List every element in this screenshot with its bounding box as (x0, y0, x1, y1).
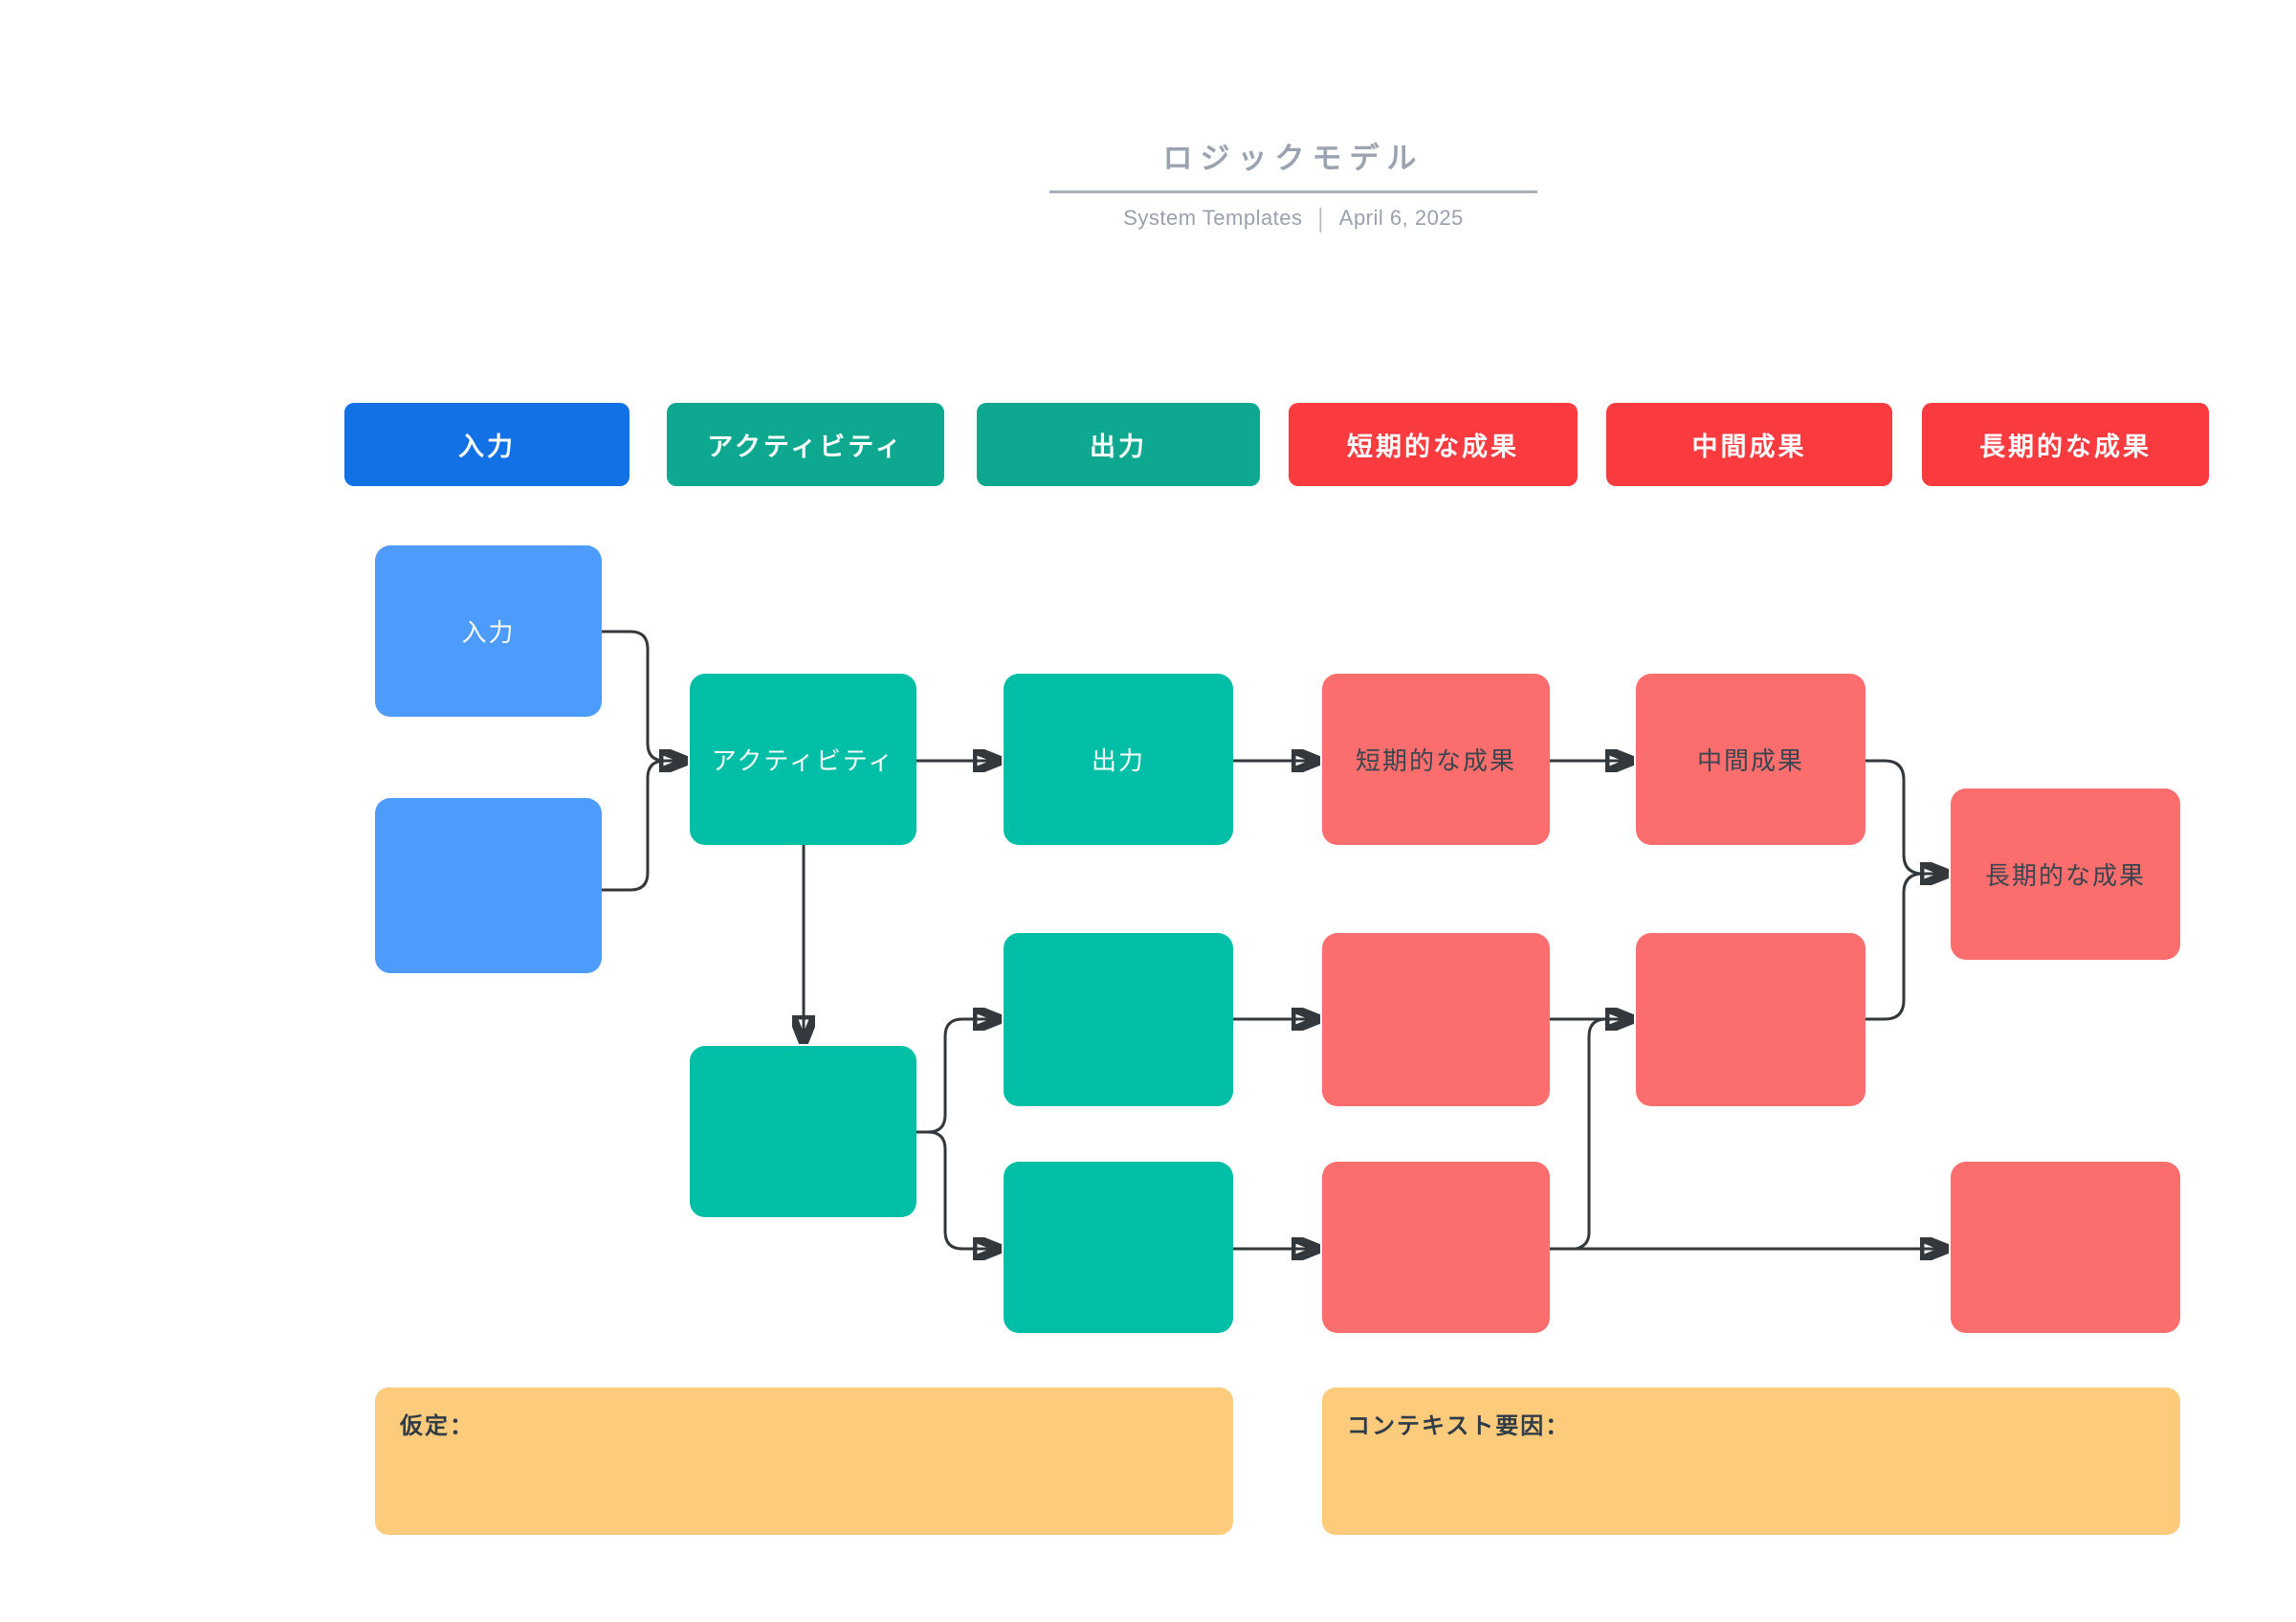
node-short-term-1-label: 短期的な成果 (1355, 746, 1516, 775)
subtitle-date: April 6, 2025 (1338, 206, 1464, 230)
arrow-intermediate1-to-long1 (1866, 759, 1949, 874)
node-long-term-1-label: 長期的な成果 (1984, 861, 2146, 890)
legend-outputs[interactable]: 出力 (977, 403, 1260, 486)
node-short-term-2[interactable] (1322, 933, 1550, 1106)
node-intermediate-2[interactable] (1636, 933, 1866, 1106)
legend-long-term-outcomes[interactable]: 長期的な成果 (1922, 403, 2209, 486)
node-output-3[interactable] (1004, 1162, 1233, 1333)
arrow-input1-to-activity1 (602, 630, 688, 761)
note-assumptions-label: 仮定： (400, 1413, 475, 1439)
node-input-1[interactable]: 入力 (375, 545, 602, 717)
legend-intermediate-outcomes[interactable]: 中間成果 (1606, 403, 1892, 486)
note-assumptions[interactable]: 仮定： (375, 1388, 1233, 1535)
title-underline (1049, 190, 1537, 193)
node-output-2[interactable] (1004, 933, 1233, 1106)
node-activity-1[interactable]: アクティビティ (690, 674, 916, 845)
page-title: ロジックモデル (1162, 142, 1424, 175)
connector-intermediate2-to-long1 (1866, 872, 1932, 1021)
node-short-term-1[interactable]: 短期的な成果 (1322, 674, 1550, 845)
node-intermediate-1[interactable]: 中間成果 (1636, 674, 1866, 845)
node-input-2[interactable] (375, 798, 602, 973)
node-activity-1-label: アクティビティ (711, 746, 895, 775)
node-long-term-1[interactable]: 長期的な成果 (1951, 789, 2180, 960)
legend-long-term-outcomes-label: 長期的な成果 (1979, 433, 2152, 461)
legend-short-term-outcomes-label: 短期的な成果 (1347, 433, 1519, 461)
legend-activities-label: アクティビティ (707, 433, 904, 461)
subtitle-separator: | (1317, 202, 1324, 233)
legend-inputs[interactable]: 入力 (344, 403, 629, 486)
legend-intermediate-outcomes-label: 中間成果 (1691, 433, 1807, 461)
legend-inputs-label: 入力 (458, 433, 516, 461)
legend-activities[interactable]: アクティビティ (667, 403, 944, 486)
note-context-factors[interactable]: コンテキスト要因： (1322, 1388, 2180, 1535)
node-short-term-3[interactable] (1322, 1162, 1550, 1333)
arrow-activity2-to-output3 (916, 1130, 1002, 1249)
node-input-1-label: 入力 (461, 618, 516, 647)
arrow-activity2-to-output2 (916, 1019, 1002, 1134)
node-long-term-2[interactable] (1951, 1162, 2180, 1333)
title-block: ロジックモデル System Templates | April 6, 2025 (1049, 134, 1537, 233)
legend-outputs-label: 出力 (1090, 433, 1147, 461)
subtitle: System Templates | April 6, 2025 (1049, 202, 1537, 233)
note-context-factors-label: コンテキスト要因： (1347, 1413, 1571, 1439)
node-intermediate-1-label: 中間成果 (1696, 746, 1804, 775)
node-output-1[interactable]: 出力 (1004, 674, 1233, 845)
node-output-1-label: 出力 (1091, 746, 1145, 775)
node-activity-2[interactable] (690, 1046, 916, 1217)
connector-input2-to-activity1 (602, 759, 671, 892)
subtitle-source: System Templates (1123, 206, 1303, 230)
legend-short-term-outcomes[interactable]: 短期的な成果 (1289, 403, 1578, 486)
connector-short3-to-intermediate2 (1575, 1017, 1626, 1251)
